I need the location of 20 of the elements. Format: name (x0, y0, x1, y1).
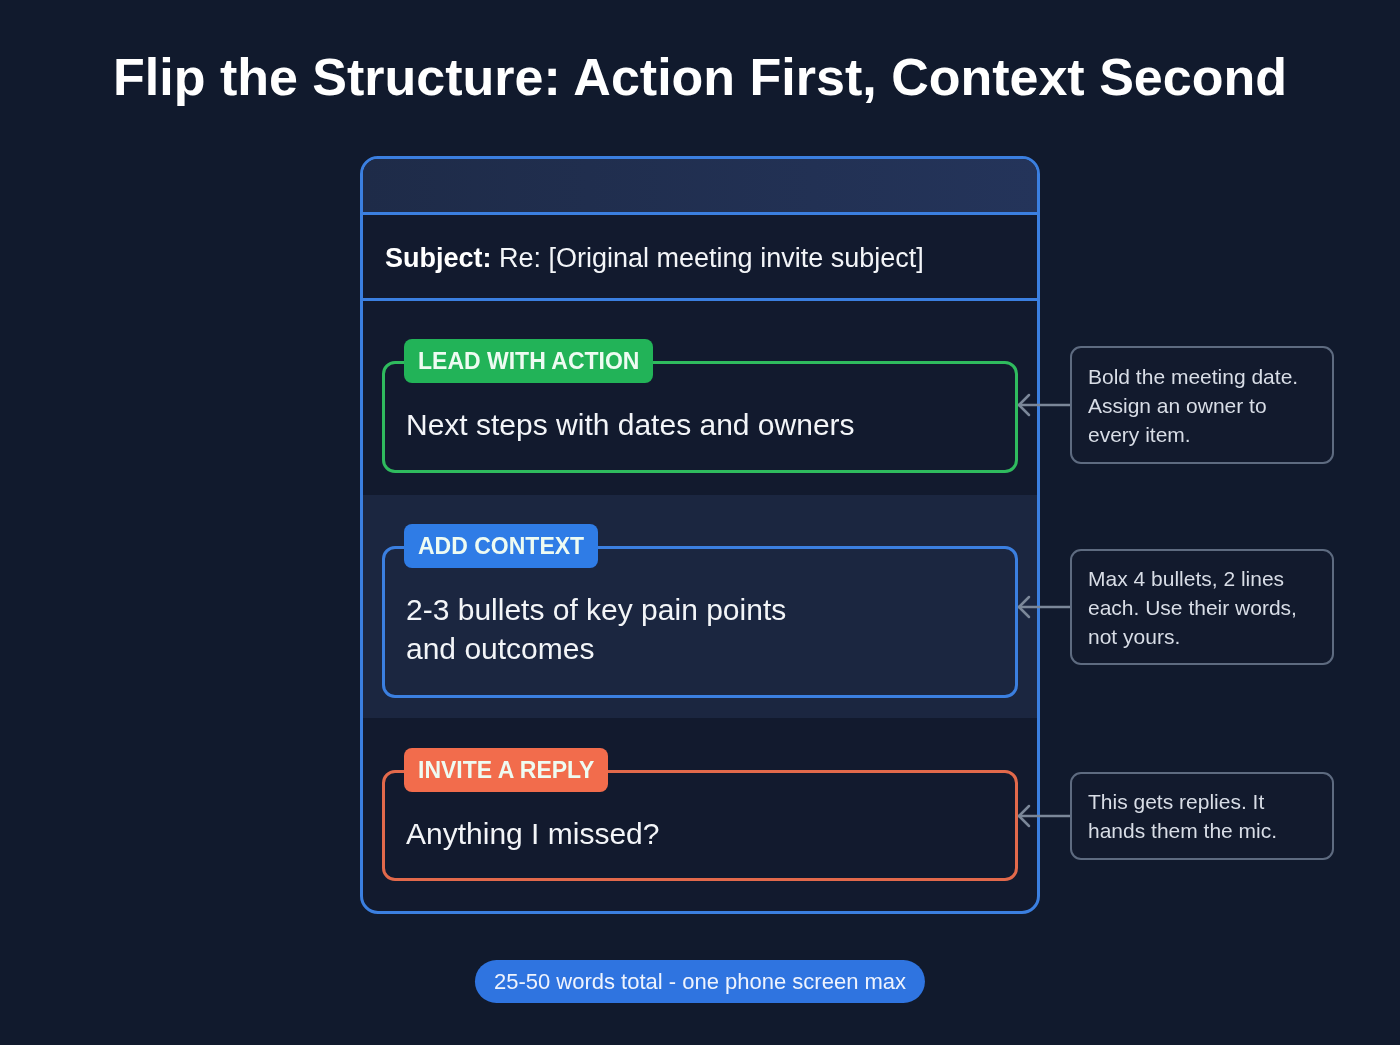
summary-pill: 25-50 words total - one phone screen max (474, 960, 926, 1003)
email-frame (360, 156, 1040, 914)
arrow (1017, 393, 1070, 417)
subject-row (363, 212, 1037, 301)
diagram-title: Flip the Structure: Action First, Context Second (112, 47, 1288, 108)
note-text: Bold the meeting date. Assign an owner to every item. (1088, 363, 1300, 448)
note-text: Max 4 bullets, 2 lines each. Use their words, not yours. (1088, 565, 1298, 650)
note-box (1070, 346, 1334, 464)
section-tag: ADD CONTEXT (404, 524, 599, 568)
subject-line: Subject: Re: [Original meeting invite subject] (385, 242, 924, 275)
section-tag: INVITE A REPLY (404, 748, 609, 792)
section-text: Next steps with dates and owners (406, 407, 855, 443)
note-box (1070, 772, 1334, 860)
arrow (1017, 804, 1070, 828)
section-text: Anything I missed? (406, 816, 660, 852)
note-box (1070, 549, 1334, 665)
section-tag: LEAD WITH ACTION (404, 339, 654, 383)
note-text: This gets replies. It hands them the mic. (1088, 789, 1279, 844)
arrow (1017, 595, 1070, 619)
section-text: 2-3 bullets of key pain points and outcomes (406, 592, 788, 667)
